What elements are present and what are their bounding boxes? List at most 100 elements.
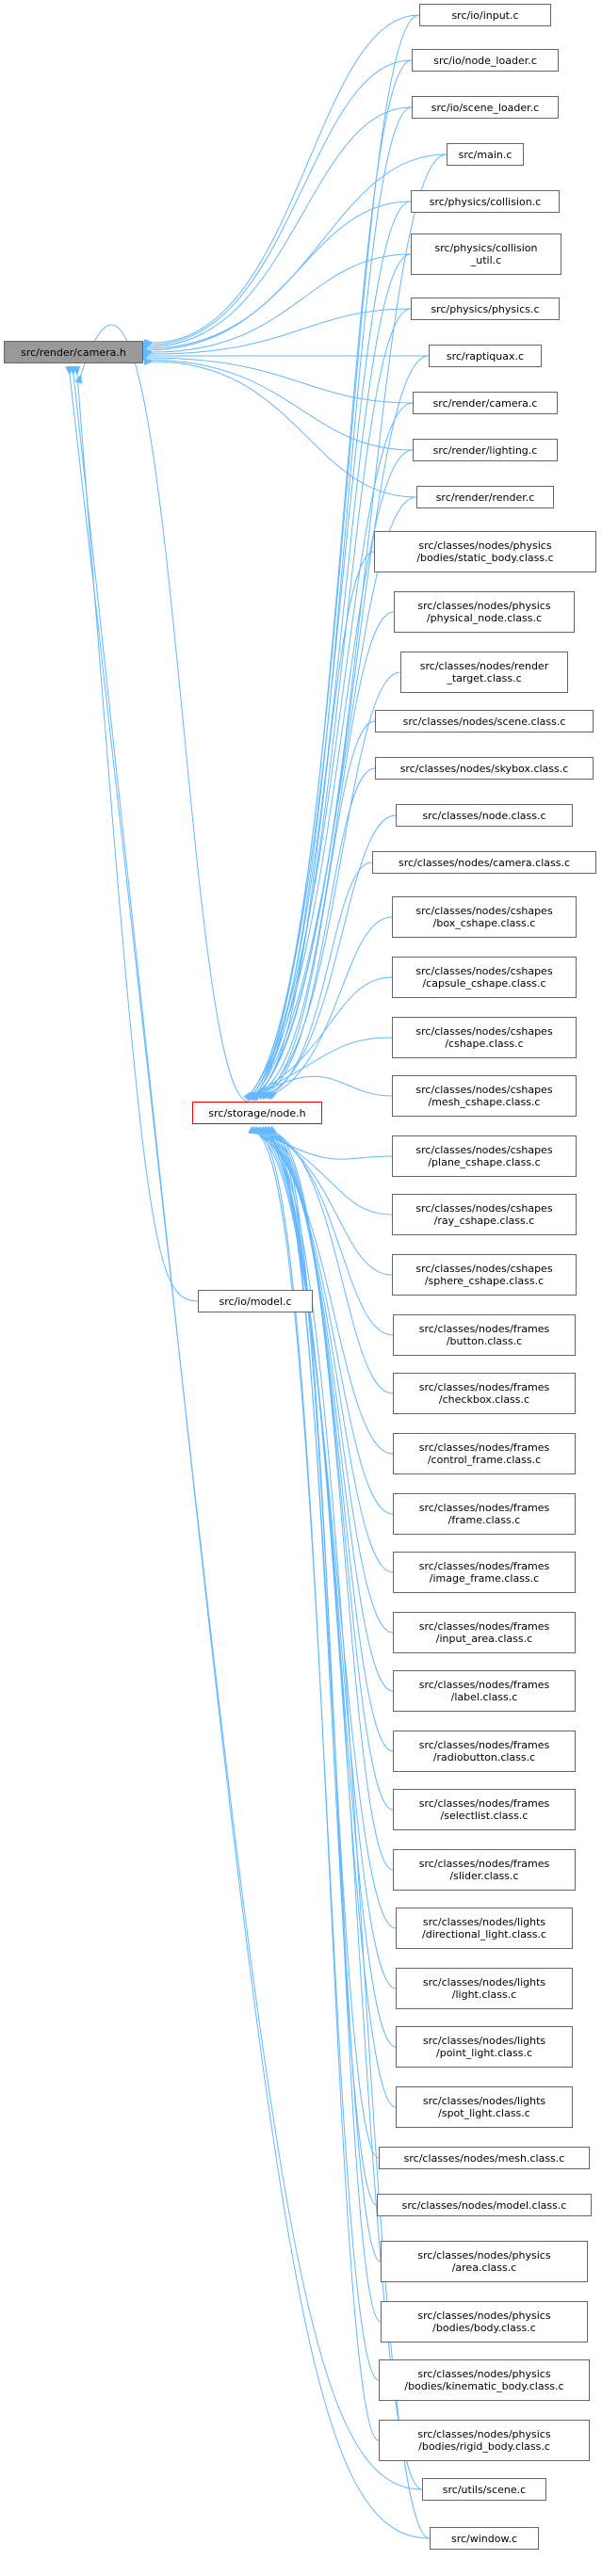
node-src-io-scene-loader-c[interactable]: src/io/scene_loader.c <box>412 96 559 119</box>
node-label-line: /point_light.class.c <box>436 2047 532 2059</box>
node-src-classes-nodes-render-target-class-c[interactable]: src/classes/nodes/render_target.class.c <box>400 652 568 693</box>
edge-storage-class-21 <box>262 1126 394 1752</box>
node-src-physics-collision-util-c[interactable]: src/physics/collision_util.c <box>411 233 561 275</box>
node-src-classes-nodes-model-class-c[interactable]: src/classes/nodes/model.class.c <box>377 2194 592 2216</box>
node-src-classes-nodes-frames-input-area-class-c[interactable]: src/classes/nodes/frames/input_area.clas… <box>393 1612 576 1653</box>
edge-storage-direct-2 <box>249 106 413 1102</box>
node-label-line: src/classes/nodes/frames <box>418 1560 550 1572</box>
node-src-classes-nodes-cshapes-sphere-cshape-class-c[interactable]: src/classes/nodes/cshapes/sphere_cshape.… <box>392 1254 577 1296</box>
node-src-classes-nodes-cshapes-ray-cshape-class-c[interactable]: src/classes/nodes/cshapes/ray_cshape.cla… <box>392 1194 577 1235</box>
node-label-line: src/classes/nodes/frames <box>418 1858 550 1870</box>
edge-root-direct-9 <box>136 355 414 451</box>
node-src-classes-nodes-lights-spot-light-class-c[interactable]: src/classes/nodes/lights/spot_light.clas… <box>396 2086 573 2128</box>
node-src-classes-nodes-cshapes-cshape-class-c[interactable]: src/classes/nodes/cshapes/cshape.class.c <box>392 1017 577 1058</box>
node-label-line: src/render/camera.c <box>432 396 538 410</box>
node-src-io-input-c[interactable]: src/io/input.c <box>419 4 551 26</box>
edge-storage-class-23 <box>268 1125 394 1871</box>
node-src-render-camera-h[interactable]: src/render/camera.h <box>4 341 143 363</box>
node-src-io-node-loader-c[interactable]: src/io/node_loader.c <box>412 49 559 72</box>
node-src-io-model-c[interactable]: src/io/model.c <box>198 1290 313 1312</box>
node-src-classes-nodes-frames-control-frame-class-c[interactable]: src/classes/nodes/frames/control_frame.c… <box>393 1433 576 1474</box>
node-src-classes-nodes-frames-label-class-c[interactable]: src/classes/nodes/frames/label.class.c <box>393 1670 576 1712</box>
node-label-line: /physical_node.class.c <box>426 612 543 624</box>
node-src-classes-nodes-frames-checkbox-class-c[interactable]: src/classes/nodes/frames/checkbox.class.… <box>393 1373 576 1414</box>
node-src-classes-nodes-physics-bodies-static-body-class-c[interactable]: src/classes/nodes/physics/bodies/static_… <box>374 531 596 572</box>
edge-root-direct-5 <box>143 253 412 357</box>
node-src-classes-nodes-cshapes-mesh-cshape-class-c[interactable]: src/classes/nodes/cshapes/mesh_cshape.cl… <box>392 1075 577 1117</box>
node-src-render-render-c[interactable]: src/render/render.c <box>416 486 554 508</box>
edge-storage-class-27 <box>256 1126 397 2108</box>
node-src-classes-nodes-physics-bodies-kinematic-body-class-c[interactable]: src/classes/nodes/physics/bodies/kinemat… <box>379 2359 590 2401</box>
node-src-physics-physics-c[interactable]: src/physics/physics.c <box>411 298 560 320</box>
node-label-line: src/raptiquax.c <box>446 349 525 362</box>
node-src-classes-nodes-lights-directional-light-class-c[interactable]: src/classes/nodes/lights/directional_lig… <box>396 1908 573 1949</box>
node-src-classes-nodes-frames-frame-class-c[interactable]: src/classes/nodes/frames/frame.class.c <box>393 1493 576 1535</box>
node-label-line: /mesh_cshape.class.c <box>428 1096 541 1108</box>
node-label-line: /image_frame.class.c <box>429 1572 540 1585</box>
node-label-line: /frame.class.c <box>447 1514 521 1526</box>
edge-storage-class-9 <box>251 1037 393 1100</box>
edge-storage-class-22 <box>265 1125 394 1811</box>
node-src-physics-collision-c[interactable]: src/physics/collision.c <box>411 190 560 213</box>
node-src-classes-nodes-cshapes-plane-cshape-class-c[interactable]: src/classes/nodes/cshapes/plane_cshape.c… <box>392 1135 577 1177</box>
node-src-utils-scene-c[interactable]: src/utils/scene.c <box>422 2478 546 2501</box>
node-src-classes-nodes-physics-bodies-body-class-c[interactable]: src/classes/nodes/physics/bodies/body.cl… <box>381 2301 588 2343</box>
node-src-classes-nodes-lights-point-light-class-c[interactable]: src/classes/nodes/lights/point_light.cla… <box>396 2026 573 2068</box>
node-src-classes-nodes-frames-radiobutton-class-c[interactable]: src/classes/nodes/frames/radiobutton.cla… <box>393 1731 576 1772</box>
node-src-classes-nodes-skybox-class-c[interactable]: src/classes/nodes/skybox.class.c <box>375 757 594 780</box>
node-label-line: /directional_light.class.c <box>422 1928 546 1940</box>
node-src-classes-nodes-lights-light-class-c[interactable]: src/classes/nodes/lights/light.class.c <box>396 1968 573 2009</box>
node-label-line: _util.c <box>470 254 502 266</box>
node-src-window-c[interactable]: src/window.c <box>430 2527 539 2550</box>
node-label-line: src/classes/nodes/mesh.class.c <box>403 2151 565 2165</box>
node-label-line: src/classes/nodes/lights <box>422 2095 546 2107</box>
node-src-classes-nodes-frames-image-frame-class-c[interactable]: src/classes/nodes/frames/image_frame.cla… <box>393 1552 576 1593</box>
node-src-classes-nodes-frames-button-class-c[interactable]: src/classes/nodes/frames/button.class.c <box>393 1314 576 1356</box>
edge-root-direct-3 <box>138 153 447 353</box>
edge-storage-class-14 <box>265 1126 394 1336</box>
node-src-render-camera-c[interactable]: src/render/camera.c <box>413 392 558 414</box>
edge-storage-class-25 <box>251 1126 397 1989</box>
node-src-classes-nodes-physics-area-class-c[interactable]: src/classes/nodes/physics/area.class.c <box>381 2241 588 2282</box>
node-src-classes-nodes-scene-class-c[interactable]: src/classes/nodes/scene.class.c <box>375 710 594 733</box>
node-src-storage-node-h[interactable]: src/storage/node.h <box>192 1102 322 1124</box>
node-src-raptiquax-c[interactable]: src/raptiquax.c <box>429 345 542 367</box>
node-src-main-c[interactable]: src/main.c <box>447 143 524 166</box>
edge-storage-class-24 <box>248 1126 397 1929</box>
node-label-line: /spot_light.class.c <box>438 2107 530 2119</box>
node-label-line: src/classes/nodes/physics <box>417 2368 551 2380</box>
node-src-classes-nodes-mesh-class-c[interactable]: src/classes/nodes/mesh.class.c <box>379 2147 590 2169</box>
edge-root-direct-0 <box>143 14 420 347</box>
edge-storage-class-7 <box>268 916 393 1101</box>
node-src-classes-nodes-physics-bodies-rigid-body-class-c[interactable]: src/classes/nodes/physics/bodies/rigid_b… <box>379 2420 590 2461</box>
edge-storage-direct-7 <box>252 355 430 1102</box>
node-src-classes-nodes-physics-physical-node-class-c[interactable]: src/classes/nodes/physics/physical_node.… <box>394 591 575 633</box>
node-label-line: /label.class.c <box>450 1691 518 1703</box>
node-src-classes-node-class-c[interactable]: src/classes/node.class.c <box>396 804 573 827</box>
edge-storage-class-5 <box>262 814 397 1100</box>
node-src-classes-nodes-cshapes-capsule-cshape-class-c[interactable]: src/classes/nodes/cshapes/capsule_cshape… <box>392 957 577 998</box>
node-src-classes-nodes-cshapes-box-cshape-class-c[interactable]: src/classes/nodes/cshapes/box_cshape.cla… <box>392 896 577 938</box>
node-label-line: src/classes/nodes/lights <box>422 2035 546 2047</box>
edge-storage-class-4 <box>259 767 376 1101</box>
edge-storage-direct-8 <box>243 402 414 1102</box>
node-label-line: src/classes/nodes/frames <box>418 1502 550 1514</box>
node-src-classes-nodes-camera-class-c[interactable]: src/classes/nodes/camera.class.c <box>372 851 596 874</box>
node-label-line: /cshape.class.c <box>445 1038 524 1050</box>
node-label-line: src/classes/nodes/physics <box>418 539 552 552</box>
node-label-line: src/io/input.c <box>451 8 519 22</box>
node-label-line: /light.class.c <box>451 1988 517 2001</box>
node-src-classes-nodes-frames-selectlist-class-c[interactable]: src/classes/nodes/frames/selectlist.clas… <box>393 1789 576 1830</box>
node-label-line: src/classes/nodes/frames <box>418 1441 550 1454</box>
node-label-line: src/classes/nodes/cshapes <box>415 1025 553 1038</box>
node-src-classes-nodes-frames-slider-class-c[interactable]: src/classes/nodes/frames/slider.class.c <box>393 1849 576 1891</box>
edge-root-direct-10 <box>143 357 417 498</box>
node-src-render-lighting-c[interactable]: src/render/lighting.c <box>413 439 558 461</box>
node-label-line: src/classes/nodes/cshapes <box>415 905 553 917</box>
node-label-line: /area.class.c <box>451 2262 517 2274</box>
edge-storage-direct-0 <box>243 14 420 1102</box>
node-label-line: src/classes/nodes/cshapes <box>415 1144 553 1156</box>
edge-root-direct-2 <box>139 106 413 351</box>
node-label-line: /slider.class.c <box>449 1870 519 1882</box>
